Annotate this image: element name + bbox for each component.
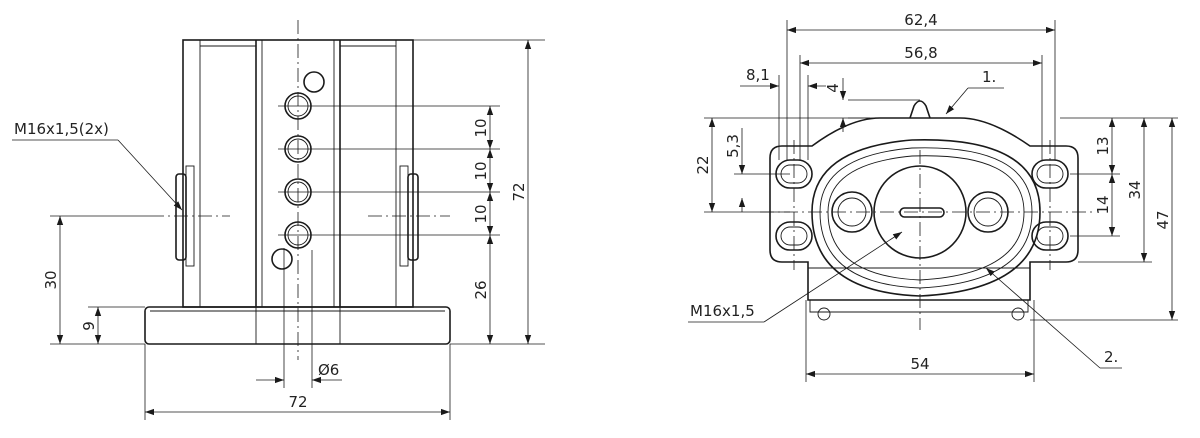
dim-width-total: 72	[288, 393, 307, 411]
front-view-body	[175, 39, 419, 308]
dim-side-width-holes: 56,8	[904, 44, 937, 62]
side-thread-label: M16x1,5	[690, 302, 755, 320]
side-view: 62,4 56,8 8,1 4 22	[688, 11, 1178, 382]
front-view-dimensions: 10 10 10 26 72 30 9 72 Ø6	[12, 40, 532, 420]
callout-1: 1.	[982, 68, 996, 86]
front-view-centerlines	[150, 20, 545, 360]
side-view-centerlines	[760, 140, 1092, 330]
dim-pitch-1: 10	[472, 118, 490, 137]
dim-height-total: 72	[510, 182, 528, 201]
dim-side-height-22: 22	[694, 155, 712, 174]
callout-2: 2.	[1104, 348, 1118, 366]
dim-side-hole-offset: 8,1	[746, 66, 770, 84]
dim-lower-offset: 26	[472, 280, 490, 299]
dim-side-right-14: 14	[1094, 195, 1112, 214]
dim-side-vert-5-3: 5,3	[724, 134, 742, 158]
dim-base-height: 9	[80, 321, 98, 331]
dim-side-vert-4: 4	[824, 83, 842, 93]
dim-port-height: 30	[42, 270, 60, 289]
dim-side-width-total: 62,4	[904, 11, 937, 29]
dim-side-base-width: 54	[910, 355, 929, 373]
dim-pitch-3: 10	[472, 204, 490, 223]
dim-hole-diameter: Ø6	[318, 361, 339, 379]
dim-side-right-13: 13	[1094, 136, 1112, 155]
front-view: 10 10 10 26 72 30 9 72 Ø6	[12, 20, 545, 420]
dim-pitch-2: 10	[472, 161, 490, 180]
front-thread-label: M16x1,5(2x)	[14, 120, 109, 138]
dim-side-right-34: 34	[1126, 180, 1144, 199]
side-view-slots	[775, 159, 1069, 251]
front-view-base	[144, 306, 451, 345]
side-view-oval-seal	[811, 139, 1041, 297]
dim-side-right-47: 47	[1154, 210, 1172, 229]
side-view-dimensions: 62,4 56,8 8,1 4 22	[688, 11, 1178, 382]
